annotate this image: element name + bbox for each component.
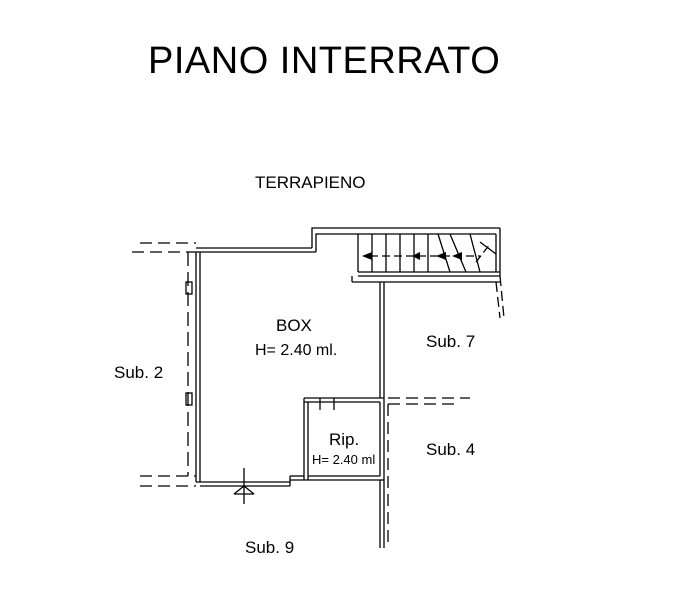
neighbor-dashed-right-bottom <box>387 397 470 548</box>
box-bottom-wall <box>196 476 291 487</box>
stair-arrows-icon <box>370 243 491 263</box>
label-terrapieno: TERRAPIENO <box>255 173 366 192</box>
box-left-wall <box>195 252 201 482</box>
label-sub4: Sub. 4 <box>426 440 476 459</box>
label-box: BOX <box>276 316 312 335</box>
box-right-wall <box>379 282 385 398</box>
label-rip: Rip. <box>329 430 360 449</box>
stair-arrowheads <box>362 252 462 260</box>
neighbor-dashed-bottom-left <box>140 475 196 487</box>
label-rip-height: H= 2.40 ml <box>312 452 376 467</box>
label-sub2: Sub. 2 <box>114 363 164 382</box>
rip-room-walls <box>290 397 385 481</box>
wall-niche-2 <box>185 392 193 406</box>
rip-bottom-extension <box>379 480 385 548</box>
wall-niche-1 <box>185 281 193 295</box>
neighbor-dashed-top-left <box>132 242 196 253</box>
label-box-height: H= 2.40 ml. <box>255 342 338 359</box>
entrance-arrow-icon <box>233 468 255 504</box>
neighbor-dashed-right-top <box>495 275 505 319</box>
stair-block <box>351 228 501 283</box>
page-title: PIANO INTERRATO <box>148 40 501 82</box>
label-sub9: Sub. 9 <box>245 538 295 557</box>
label-sub7: Sub. 7 <box>426 332 476 351</box>
box-top-wall <box>196 227 500 253</box>
